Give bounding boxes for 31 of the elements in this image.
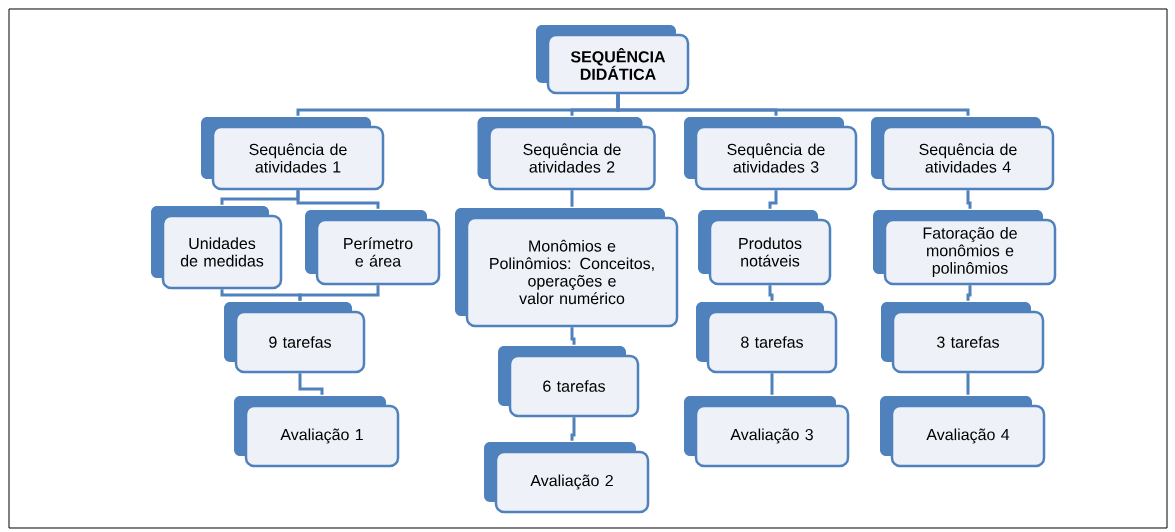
process-box: Unidades de medidas [151,206,283,290]
process-box: Sequência de atividades 4 [871,117,1055,191]
process-box: 6 tarefas [498,346,640,418]
process-box: Avaliação 4 [880,396,1046,468]
connector-line [570,417,576,441]
connector-line [570,190,574,207]
connector-line [616,94,970,116]
process-box: Perímetro e área [305,210,441,286]
process-box: Sequência de atividades 1 [201,117,385,191]
process-box: Sequência de atividades 3 [684,117,858,191]
connector-line [966,373,970,395]
connector-line [768,285,774,301]
connector-line [296,190,380,209]
connector-line [966,285,972,301]
process-box: Produtos notáveis [698,210,832,286]
process-box: Avaliação 1 [234,396,400,468]
process-box: Monômios e Polinômios: Conceitos, operações e valor numérico [455,208,679,328]
connector-line [770,373,774,395]
process-box: 9 tarefas [224,302,366,374]
process-box: SEQUÊNCIA DIDÁTICA [536,25,690,95]
connector-line [298,285,380,301]
connector-line [768,190,778,209]
process-box: Avaliação 3 [684,396,850,468]
process-box: Fatoração de monômios e polinômios [873,210,1057,286]
process-box: Sequência de atividades 2 [477,117,656,191]
process-box: Avaliação 2 [484,442,650,514]
connector-line [966,190,972,209]
process-box: 3 tarefas [881,302,1045,374]
connector-line [570,327,576,345]
process-box: 8 tarefas [696,302,838,374]
connector-line [298,373,324,395]
